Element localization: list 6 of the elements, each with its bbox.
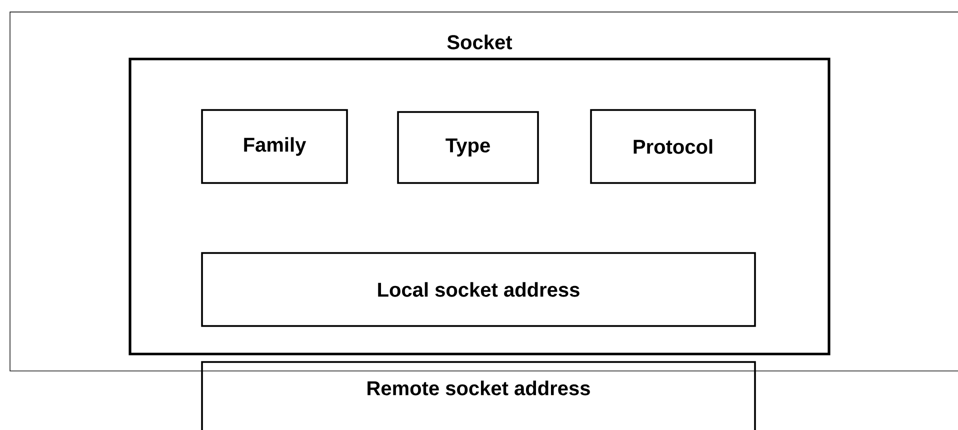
address-box: Remote socket address <box>201 361 756 430</box>
field-box: Type <box>397 111 539 184</box>
address-box: Local socket address <box>201 252 756 327</box>
field-box: Family <box>201 109 348 184</box>
field-box: Protocol <box>590 109 756 184</box>
node-label: Socket <box>447 34 512 50</box>
